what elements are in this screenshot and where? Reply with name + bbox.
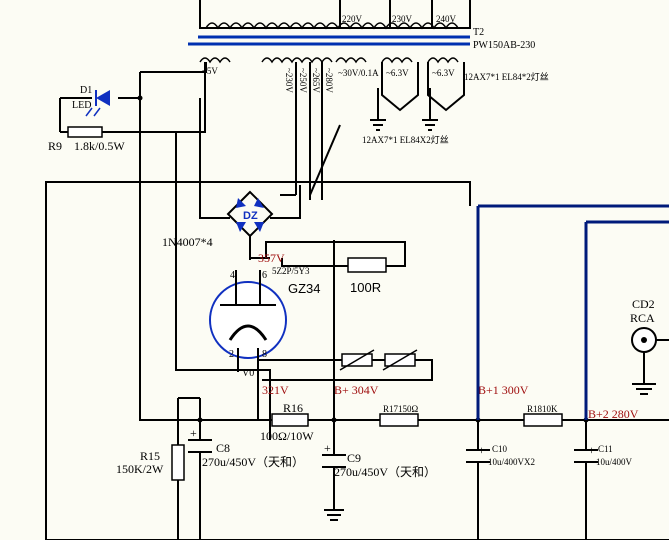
transformer-model: PW150AB-230	[473, 40, 535, 51]
bplus-rail: R16 100Ω/10W R17150Ω R1810K 321V B+ 304V…	[197, 383, 669, 443]
tap-63v-a: ~6.3V	[386, 68, 409, 78]
r9-value: 1.8k/0.5W	[74, 139, 125, 153]
tap-220v: 220V	[342, 14, 363, 24]
c11-ref: C11	[598, 444, 613, 454]
r100-value: 100R	[350, 280, 381, 295]
heater-note-ground: 12AX7*1 EL84X2灯丝	[362, 134, 449, 145]
resistor-r17	[379, 413, 419, 427]
thermistor-chain	[257, 349, 433, 420]
tube-alt: GZ34	[288, 281, 321, 296]
tap-230v: 230V	[392, 14, 413, 24]
tap-30v: ~30V/0.1A	[338, 68, 379, 78]
c9-value: 270u/450V（天和）	[334, 465, 436, 479]
r15-ref: R15	[140, 449, 160, 463]
resistor-r18	[523, 413, 563, 427]
heater-windings: 12AX7*1 EL84X2灯丝	[362, 62, 465, 145]
tap-240v: 240V	[436, 14, 457, 24]
rca-connector-cd2: CD2 RCA	[630, 297, 669, 395]
c10-value: 10u/400VX2	[488, 457, 535, 467]
cd2-ref: CD2	[632, 297, 655, 311]
cd2-label: RCA	[630, 311, 655, 325]
c11-value: 10u/400V	[596, 457, 633, 467]
resistor-r15: R15 150K/2W	[116, 397, 200, 540]
c11-plus: +	[588, 443, 595, 457]
rectifier-tube: 4 6 2 8 5Z2P/5Y3 GZ34 V0	[209, 266, 321, 379]
resistor-100r: 100R 357V	[258, 241, 406, 295]
capacitor-c9: + C9 270u/450V（天和）	[322, 441, 436, 521]
transformer-secondaries: ~5V ~230V ~250V ~265V ~280V ~30V/0.1A ~6…	[199, 57, 549, 93]
heater-note-right: 12AX7*1 EL84*2灯丝	[464, 71, 549, 82]
r9-ref: R9	[48, 139, 62, 153]
led-ref: D1	[80, 85, 92, 96]
pin-8: 8	[262, 349, 267, 360]
c8-value: 270u/450V（天和）	[202, 455, 304, 469]
resistor-r16	[271, 413, 309, 427]
tap-265v: ~265V	[311, 68, 321, 93]
c8-plus: +	[190, 426, 197, 440]
transformer-ref: T2	[473, 27, 484, 38]
ground-icon	[324, 509, 344, 521]
tube-type: 5Z2P/5Y3	[272, 266, 310, 276]
tap-230v-sec: ~230V	[284, 68, 294, 93]
c9-plus: +	[324, 441, 331, 455]
c9-ref: C9	[347, 451, 361, 465]
r18-label: R1810K	[527, 404, 558, 414]
r16-ref: R16	[283, 401, 303, 415]
voltage-bplus: B+ 304V	[334, 383, 379, 397]
tap-250v: ~250V	[298, 68, 308, 93]
c8-ref: C8	[216, 441, 230, 455]
pin-4: 4	[230, 270, 235, 281]
voltage-b2: B+2 280V	[588, 407, 639, 421]
resistor-r9: R9 1.8k/0.5W	[48, 62, 206, 153]
c10-plus: +	[478, 443, 485, 457]
r17-label: R17150Ω	[383, 404, 419, 414]
voltage-321: 321V	[262, 383, 289, 397]
transformer-primary: 220V 230V 240V	[199, 0, 471, 30]
capacitor-c8: + C8 270u/450V（天和）	[188, 398, 304, 540]
tap-63v-b: ~6.3V	[432, 68, 455, 78]
capacitor-c11: + C11 10u/400V	[574, 443, 633, 540]
bridge-part: 1N4007*4	[162, 235, 213, 249]
led-icon	[96, 90, 110, 106]
tap-280v: ~280V	[324, 68, 334, 93]
c10-ref: C10	[492, 444, 508, 454]
pin-6: 6	[262, 270, 267, 281]
voltage-selector-switch[interactable]	[309, 124, 341, 196]
voltage-b1: B+1 300V	[478, 383, 529, 397]
capacitor-c10: + C10 10u/400VX2	[466, 443, 535, 540]
tap-5v: ~5V	[202, 66, 218, 76]
pin-2: 2	[229, 349, 234, 360]
led-d1: D1 LED	[59, 62, 207, 132]
bridge-rectifier: DZ 1N4007*4	[162, 190, 274, 260]
r15-value: 150K/2W	[116, 462, 164, 476]
voltage-357: 357V	[258, 251, 285, 265]
r16-value: 100Ω/10W	[260, 429, 314, 443]
tube-label: V0	[242, 368, 254, 379]
led-label: LED	[72, 100, 91, 111]
bridge-ref: DZ	[243, 210, 258, 222]
